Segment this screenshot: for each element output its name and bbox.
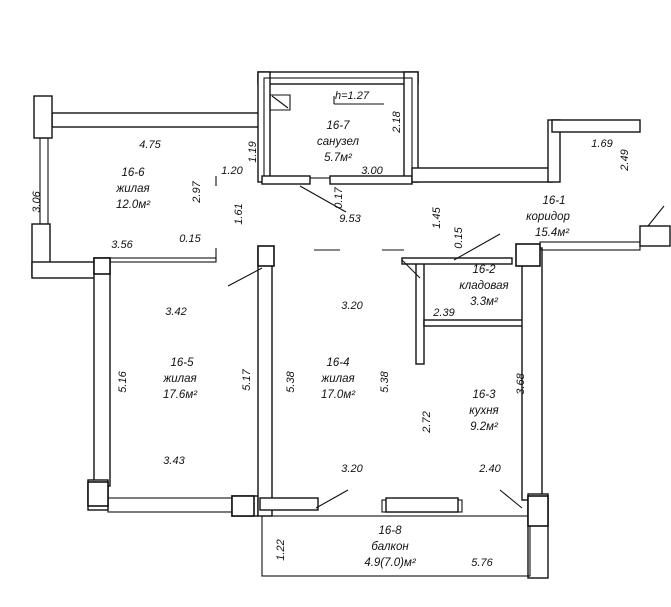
dim-label: 4.75 [139, 139, 161, 151]
column [87, 481, 109, 507]
walls [31, 71, 671, 579]
room-16-6-id: 16-6 [121, 167, 145, 179]
door-swing [227, 267, 263, 287]
sanuzel-fixture [269, 94, 291, 111]
column [93, 257, 111, 275]
wall-sanuzel-bottom [329, 175, 413, 185]
room-16-8-id: 16-8 [378, 525, 402, 537]
dim-label: 2.49 [619, 149, 631, 171]
door-lines [215, 94, 665, 509]
dim-label: 1.19 [247, 141, 259, 162]
column [231, 495, 255, 517]
dim-label: 5.38 [285, 370, 297, 392]
wall-corridor-top [411, 167, 553, 183]
room-16-7-area: 5.7м² [324, 152, 353, 164]
wall-16-6-bottom-left [31, 261, 105, 279]
room-16-6-name: жилая [115, 183, 149, 195]
dim-label: 5.38 [379, 370, 391, 392]
wall-left-pier-top [33, 95, 53, 139]
room-16-2-id: 16-2 [472, 264, 496, 276]
dim-label: 3.43 [163, 455, 185, 467]
room-16-3-area: 9.2м² [470, 421, 499, 433]
columns [87, 243, 549, 527]
room-16-2-name: кладовая [459, 280, 508, 292]
dim-label: 2.97 [191, 180, 203, 203]
dim-label: 1.45 [431, 206, 443, 228]
room-16-8-area: 4.9(7.0)м² [364, 557, 417, 569]
room-16-8-name: балкон [371, 541, 409, 553]
dim-label: 2.18 [391, 110, 403, 133]
balcony-door [315, 489, 349, 509]
dim-label: h=1.27 [335, 90, 370, 102]
room-16-4-area: 17.0м² [321, 389, 356, 401]
dim-label: 1.69 [591, 138, 612, 150]
door-swing [299, 185, 347, 213]
column [527, 495, 549, 527]
room-16-7-name: санузел [317, 136, 359, 148]
dimension-labels: h=1.27 2.18 4.75 1.19 1.20 3.00 2.97 1.6… [31, 90, 631, 569]
room-16-4-name: жилая [320, 373, 354, 385]
dim-label: 3.56 [111, 239, 133, 251]
wall-16-5-16-4 [257, 247, 273, 517]
wall-entry-top [551, 119, 641, 133]
dim-label: 3.68 [515, 372, 527, 394]
dim-label: 3.20 [341, 300, 363, 312]
wall-top-16-6 [51, 112, 263, 128]
room-16-3-name: кухня [469, 405, 498, 417]
dim-label: 1.61 [233, 203, 245, 224]
dim-label: 3.00 [361, 165, 383, 177]
dim-label: 3.20 [341, 463, 363, 475]
wall-sanuzel-right [403, 71, 419, 183]
wall-16-2-bottom [423, 319, 535, 327]
door-swing [401, 259, 421, 279]
dim-label: 2.72 [421, 411, 433, 433]
dim-label: 9.53 [339, 213, 361, 225]
dim-label: 5.76 [471, 557, 493, 569]
room-labels: 16-6 жилая 12.0м² 16-7 санузел 5.7м² 16-… [115, 120, 570, 569]
room-16-2-area: 3.3м² [470, 296, 499, 308]
dim-label: 0.17 [333, 186, 345, 208]
fixture-diagonal [271, 95, 289, 109]
room-16-1-name: коридор [526, 211, 570, 223]
dim-label: 2.40 [478, 463, 501, 475]
dim-label: 5.16 [117, 370, 129, 392]
column [515, 243, 541, 267]
wall-16-6-bottom-partition [97, 257, 217, 263]
room-16-3-id: 16-3 [472, 389, 496, 401]
room-16-6-area: 12.0м² [116, 199, 151, 211]
dim-label: 0.15 [453, 226, 465, 248]
wall-corridor-right [539, 241, 641, 251]
dim-label: 1.22 [275, 539, 287, 560]
dim-label: 1.20 [221, 165, 243, 177]
wall-bottom-16-4-left [259, 497, 319, 511]
room-16-5-name: жилая [162, 373, 196, 385]
room-16-4-id: 16-4 [326, 357, 349, 369]
room-16-7-id: 16-7 [326, 120, 350, 132]
balcony-door [499, 489, 523, 509]
entry-door [647, 205, 665, 227]
dim-label: 5.17 [241, 368, 253, 390]
dim-label: 0.15 [179, 233, 201, 245]
dim-label: 3.06 [31, 190, 43, 212]
room-16-5-area: 17.6м² [163, 389, 198, 401]
window-bottom-16-5 [107, 497, 239, 513]
dim-label: 2.39 [432, 307, 454, 319]
wall-entry-stub [639, 225, 671, 247]
wall-16-6-bottom-a [261, 175, 311, 185]
room-16-1-id: 16-1 [542, 195, 565, 207]
door-swing [453, 233, 501, 261]
room-16-1-area: 15.4м² [535, 227, 570, 239]
wall-left-16-5 [93, 257, 111, 487]
wall-window-frame-16-4 [385, 497, 459, 513]
balcony-outline [261, 515, 531, 577]
dim-label: 3.42 [165, 306, 186, 318]
room-16-5-id: 16-5 [170, 357, 194, 369]
column [257, 245, 275, 267]
